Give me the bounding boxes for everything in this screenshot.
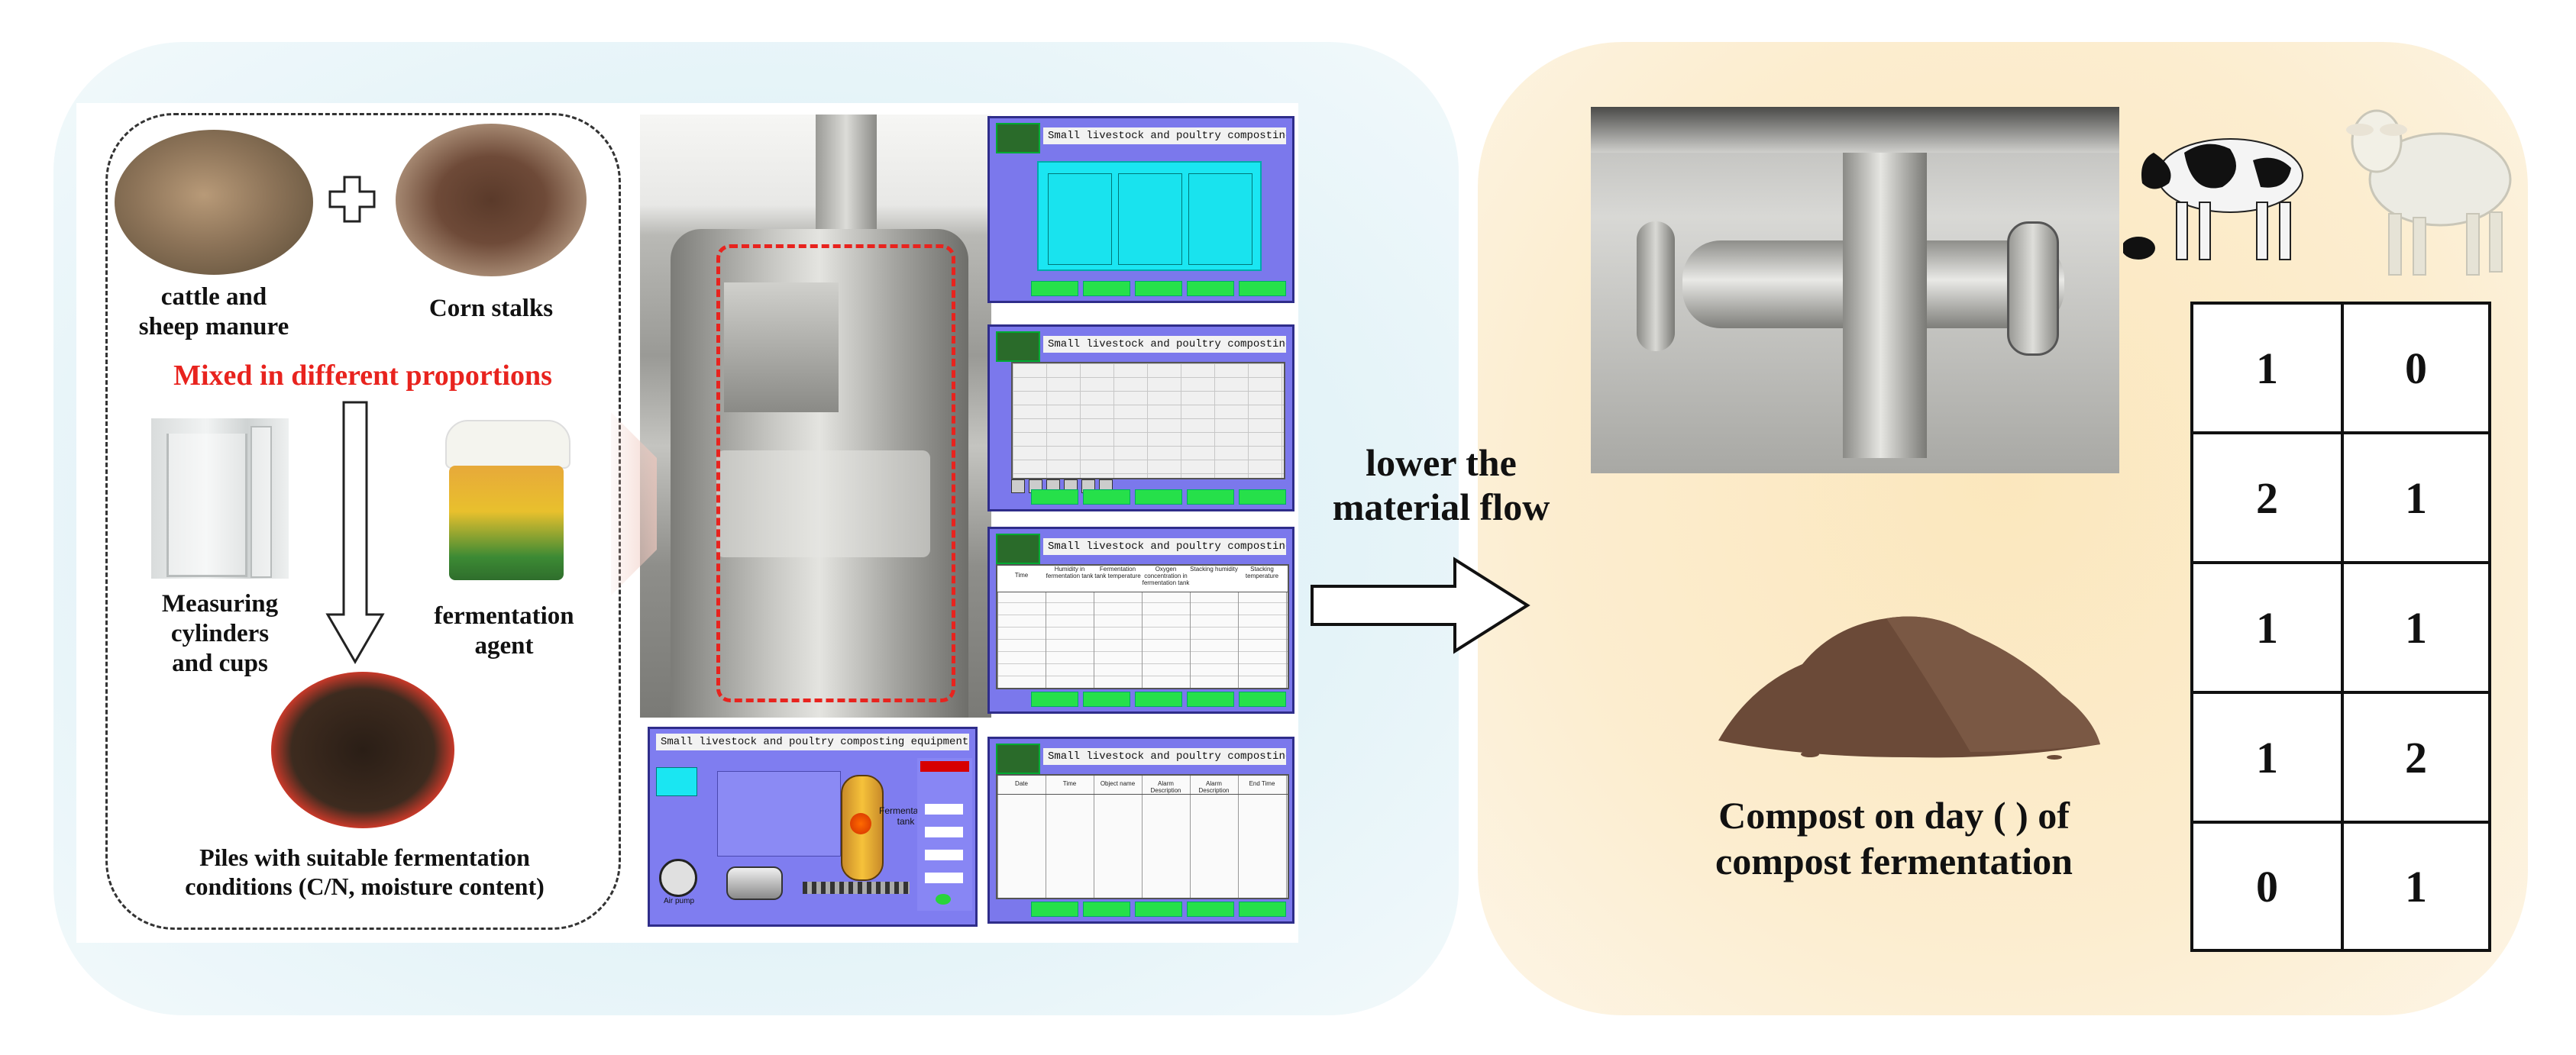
cow-icon — [2123, 138, 2303, 260]
screen-logo — [996, 331, 1040, 362]
plus-icon — [328, 176, 376, 223]
ratio-cell: 1 — [2344, 434, 2491, 564]
alarm-query-screen: Small livestock and poultry composting e… — [987, 737, 1294, 924]
screen-logo — [996, 534, 1040, 564]
corn-stalks-photo — [396, 124, 587, 276]
screen-title: Small livestock and poultry composting e… — [1043, 538, 1286, 555]
report-col-header: Stacking humidity — [1190, 566, 1238, 573]
fermentation-agent-label: fermentation agent — [434, 602, 574, 660]
manure-label: cattle and sheep manure — [138, 283, 289, 340]
ratio-table: 1 0 2 1 1 1 1 2 0 1 — [2190, 302, 2491, 952]
screen-logo — [996, 123, 1040, 153]
measuring-cylinders-photo — [151, 418, 289, 579]
cylinders-label: Measuring cylinders and cups — [161, 590, 279, 677]
compost-mound-icon — [1718, 616, 2100, 760]
alarm-col-header: End Time — [1249, 780, 1275, 787]
screen-title: Small livestock and poultry composting e… — [656, 734, 969, 750]
corn-stalks-label: Corn stalks — [428, 295, 554, 322]
ratio-cell: 0 — [2344, 305, 2491, 434]
right-arrow-icon — [1311, 557, 1530, 654]
ratio-cell: 0 — [2193, 824, 2344, 952]
report-col-header: Stacking temperature — [1245, 566, 1279, 579]
lower-material-flow-label: lower the material flow — [1332, 441, 1550, 528]
discharge-pipe-photo — [1591, 107, 2119, 473]
manure-photo — [115, 130, 313, 275]
ratio-cell: 1 — [2193, 305, 2344, 434]
screen-title: Small livestock and poultry composting e… — [1043, 336, 1286, 353]
compost-pile-photo — [271, 672, 454, 828]
historical-report-screen: Small livestock and poultry composting e… — [987, 527, 1294, 714]
ratio-cell: 1 — [2344, 824, 2491, 952]
fan-label: Air pump — [663, 897, 694, 905]
parameter-settings-screen: Small livestock and poultry composting e… — [987, 116, 1294, 303]
alarm-col-header: Alarm Description — [1150, 780, 1181, 794]
mixed-proportions-label: Mixed in different proportions — [173, 360, 552, 392]
alarm-col-header: Date — [1015, 780, 1028, 787]
alarm-col-header: Alarm Description — [1198, 780, 1230, 794]
fermentation-agent-photo — [441, 420, 571, 580]
highlight-dashed-region — [716, 244, 955, 702]
down-arrow-icon — [325, 401, 385, 664]
ratio-cell: 1 — [2193, 564, 2344, 694]
screen-title: Small livestock and poultry composting e… — [1043, 127, 1286, 144]
ratio-cell: 2 — [2193, 434, 2344, 564]
ratio-cell: 2 — [2344, 694, 2491, 824]
alarm-col-header: Object name — [1100, 780, 1136, 787]
trend-curves-screen: Small livestock and poultry composting e… — [987, 324, 1294, 511]
report-col-header: Humidity in fermentation tank — [1046, 566, 1094, 579]
report-col-header: Fermentation tank temperature — [1094, 566, 1141, 579]
ratio-cell: 1 — [2193, 694, 2344, 824]
piles-label: Piles with suitable fermentation conditi… — [185, 844, 545, 900]
compost-label: Compost on day ( ) of compost fermentati… — [1715, 794, 2073, 882]
report-col-header: Oxygen concentration in fermentation tan… — [1142, 566, 1190, 586]
fermentation-equipment-photo — [640, 115, 991, 718]
ratio-cell: 1 — [2344, 564, 2491, 694]
monitoring-screen: Small livestock and poultry composting e… — [648, 727, 978, 927]
screen-logo — [996, 744, 1040, 774]
sheep-icon — [2346, 109, 2512, 276]
report-col-header: Time — [1014, 572, 1029, 579]
alarm-col-header: Time — [1062, 780, 1077, 787]
screen-title: Small livestock and poultry composting e… — [1043, 748, 1286, 765]
